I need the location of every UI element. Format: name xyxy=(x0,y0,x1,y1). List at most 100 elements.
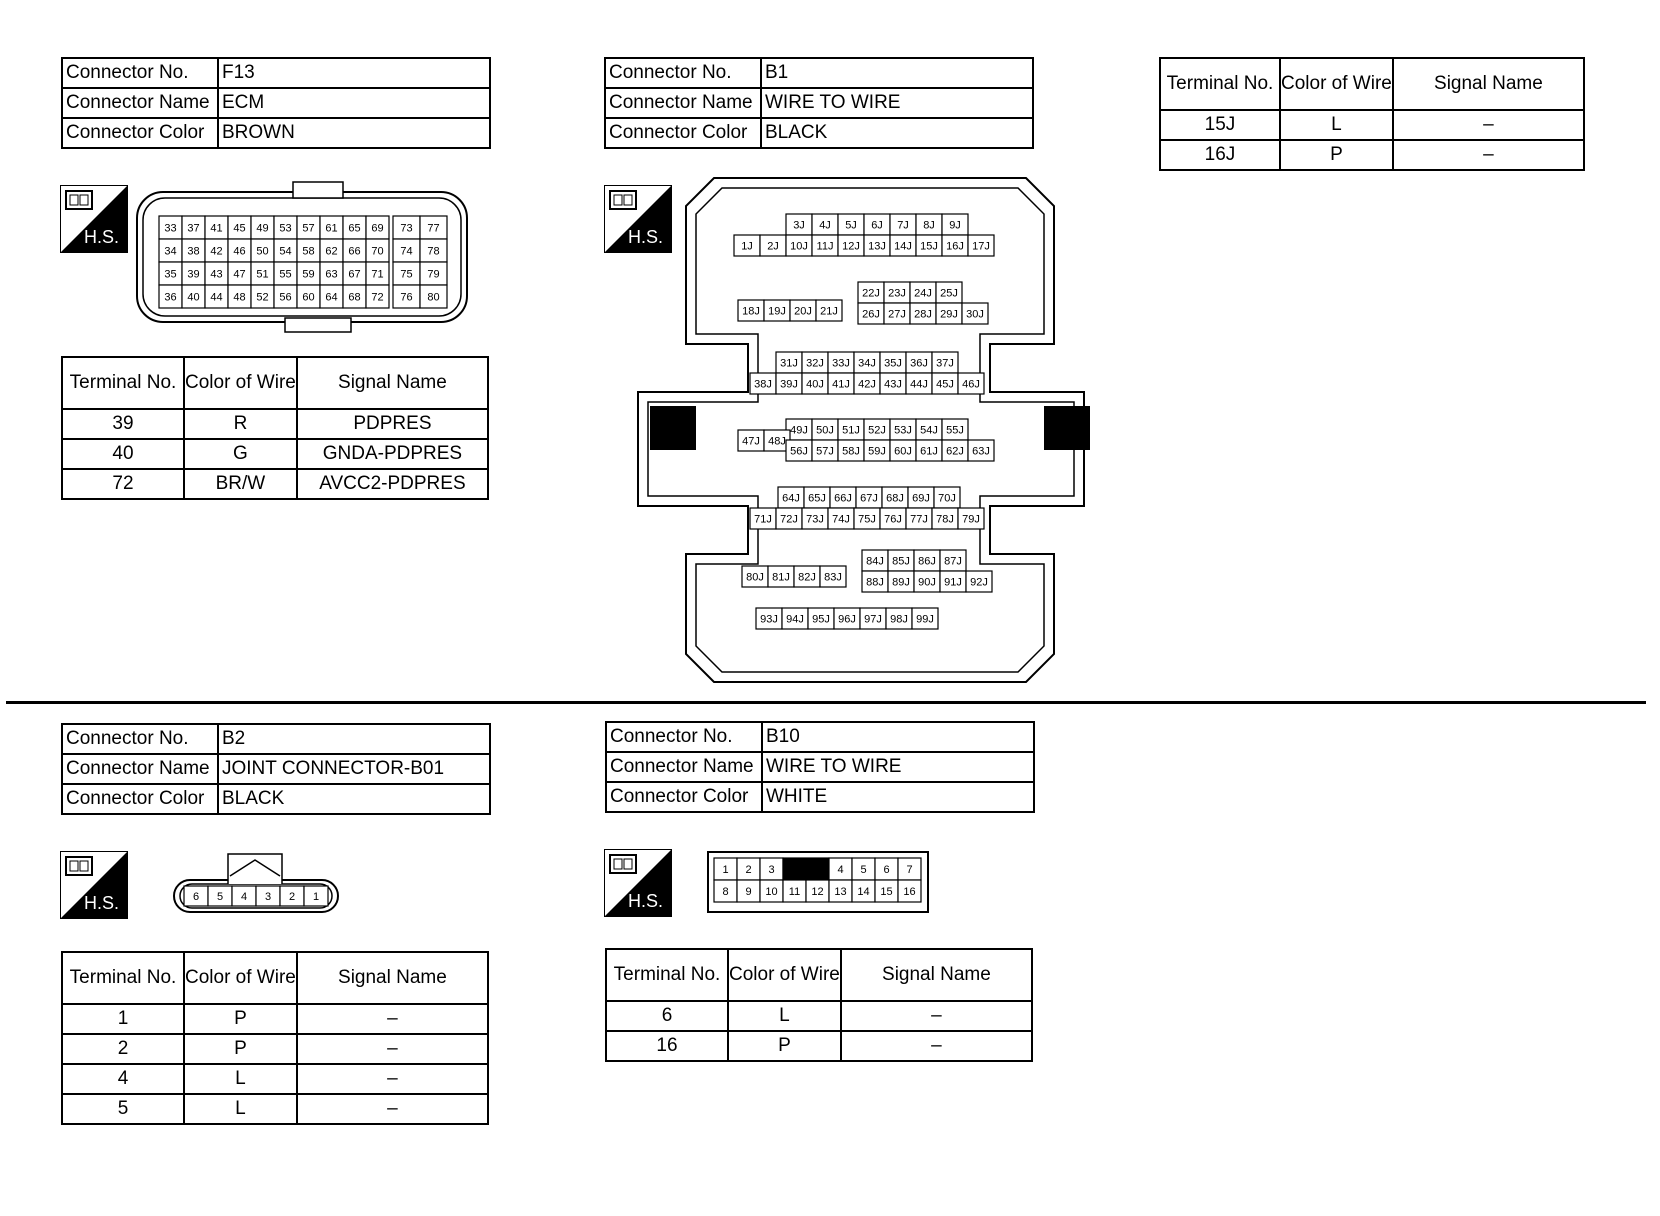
terminal-pin-label: 96J xyxy=(838,614,856,626)
terminal-pin-label: 32J xyxy=(806,358,824,370)
terminal-pin-label: 14 xyxy=(857,886,869,898)
signal-header: Signal Name xyxy=(295,356,490,410)
terminal-pin-label: 59J xyxy=(868,446,886,458)
terminal-pin-label: 93J xyxy=(760,614,778,626)
terminal-pin-label: 52 xyxy=(256,292,268,304)
terminal-pin xyxy=(419,284,448,309)
color-header: Color of Wire xyxy=(183,951,298,1005)
terminal-cell: 72 xyxy=(61,468,185,500)
terminal-pin-label: 77J xyxy=(910,514,928,526)
terminal-pin-label: 58 xyxy=(302,246,314,258)
terminal-pin-label: 53 xyxy=(279,223,291,235)
terminal-pin-label: 49J xyxy=(790,425,808,437)
terminal-pin-label: 15J xyxy=(920,241,938,253)
terminal-pin-label: 16J xyxy=(946,241,964,253)
signal-cell: – xyxy=(295,1033,490,1065)
terminal-pin-label: 4 xyxy=(241,891,247,903)
terminal-pin-label: 33J xyxy=(832,358,850,370)
terminal-pin-label: 18J xyxy=(742,306,760,318)
connector-no-label: Connector No. xyxy=(604,57,762,89)
terminal-pin-label: 1J xyxy=(741,241,753,253)
terminal-pin-label: 6 xyxy=(883,864,889,876)
terminal-pin-label: 43J xyxy=(884,379,902,391)
terminal-pin-label: 69J xyxy=(912,493,930,505)
connector-no-value: B10 xyxy=(761,721,1035,753)
terminal-pin-label: 34J xyxy=(858,358,876,370)
color-cell: P xyxy=(1279,139,1394,171)
harness-side-icon: H.S. xyxy=(59,184,129,254)
terminal-pin-label: 57 xyxy=(302,223,314,235)
terminal-pin-label: 13 xyxy=(834,886,846,898)
terminal-pin-label: 50J xyxy=(816,425,834,437)
signal-header: Signal Name xyxy=(295,951,490,1005)
terminal-pin-label: 10 xyxy=(765,886,777,898)
connector-color-value: BROWN xyxy=(217,117,491,149)
terminal-pin-label: 71J xyxy=(754,514,772,526)
terminal-pin xyxy=(897,879,922,903)
terminal-pin-label: 3J xyxy=(793,220,805,232)
terminal-cell: 4 xyxy=(61,1063,185,1095)
terminal-pin-label: 2J xyxy=(767,241,779,253)
terminal-pin-label: 74J xyxy=(832,514,850,526)
terminal-pin-label: 48 xyxy=(233,292,245,304)
terminal-pin xyxy=(967,439,995,462)
terminal-pin-label: 67 xyxy=(348,269,360,281)
signal-header: Signal Name xyxy=(839,948,1034,1002)
terminal-cell: 5 xyxy=(61,1093,185,1125)
terminal-pin-label: 44 xyxy=(210,292,222,304)
terminal-pin-label: 11 xyxy=(789,886,800,898)
terminal-pin-label: 6 xyxy=(193,891,199,903)
terminal-pin-label: 17J xyxy=(972,241,990,253)
connector-name-value: WIRE TO WIRE xyxy=(761,751,1035,783)
terminal-pin-label: 81J xyxy=(772,572,790,584)
terminal-pin-label: 4J xyxy=(819,220,831,232)
terminal-pin-label: 26J xyxy=(862,309,880,321)
terminal-pin-label: 53J xyxy=(894,425,912,437)
color-header: Color of Wire xyxy=(183,356,298,410)
terminal-pin-label: 80 xyxy=(427,292,439,304)
terminal-pin-label: 98J xyxy=(890,614,908,626)
terminal-pin-label: 75 xyxy=(400,269,412,281)
terminal-pin-label: 76J xyxy=(884,514,902,526)
terminal-pin-label: 74 xyxy=(400,246,412,258)
terminal-pin-label: 33 xyxy=(164,223,176,235)
terminal-pin-label: 54J xyxy=(920,425,938,437)
terminal-pin-label: 28J xyxy=(914,309,932,321)
terminal-pin-label: 1 xyxy=(722,864,728,876)
terminal-pin-label: 55 xyxy=(279,269,291,281)
terminal-cell: 16 xyxy=(605,1030,729,1062)
terminal-pin-label: 85J xyxy=(892,556,910,568)
terminal-cell: 39 xyxy=(61,408,185,440)
terminal-pin-label: 95J xyxy=(812,614,830,626)
terminal-pin-label: 72 xyxy=(371,292,383,304)
terminal-cell: 2 xyxy=(61,1033,185,1065)
terminal-pin-label: 83J xyxy=(824,572,842,584)
signal-cell: – xyxy=(295,1063,490,1095)
terminal-pin-label: 65 xyxy=(348,223,360,235)
terminal-pin-label: 36J xyxy=(910,358,928,370)
terminal-pin-label: 41J xyxy=(832,379,850,391)
terminal-pin-label: 55J xyxy=(946,425,964,437)
terminal-pin-label: 64J xyxy=(782,493,800,505)
terminal-pin-label: 14J xyxy=(894,241,912,253)
terminal-pin-label: 78 xyxy=(427,246,439,258)
terminal-pin-label: 24J xyxy=(914,288,932,300)
connector-name-label: Connector Name xyxy=(604,87,762,119)
hs-label: H.S. xyxy=(84,893,119,913)
terminal-pin-label: 56J xyxy=(790,446,808,458)
connector-name-value: WIRE TO WIRE xyxy=(760,87,1034,119)
terminal-cell: 6 xyxy=(605,1000,729,1032)
terminal-pin-label: 4 xyxy=(837,864,843,876)
terminal-pin-label: 47 xyxy=(233,269,245,281)
color-cell: P xyxy=(183,1003,298,1035)
hs-label: H.S. xyxy=(84,227,119,247)
terminal-pin-label: 62J xyxy=(946,446,964,458)
